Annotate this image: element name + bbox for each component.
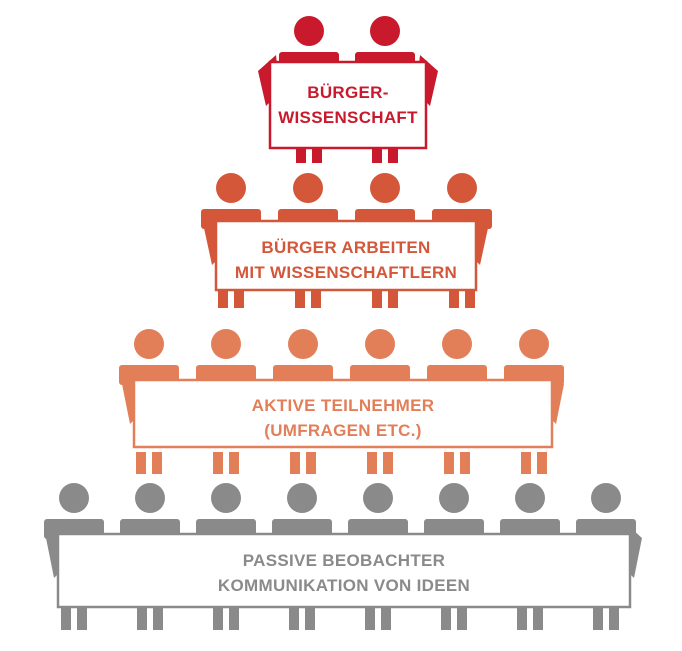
tier-citizen-science: BÜRGER- WISSENSCHAFT — [258, 16, 438, 163]
person-leg — [312, 141, 322, 163]
person-leg — [213, 608, 223, 630]
person-head — [439, 483, 469, 513]
person-leg — [517, 608, 527, 630]
sign-label-line-2: MIT WISSENSCHAFTLERN — [235, 263, 457, 282]
person-leg — [229, 452, 239, 474]
person-head — [370, 173, 400, 203]
person-leg — [609, 608, 619, 630]
person-leg — [213, 452, 223, 474]
person-leg — [537, 452, 547, 474]
tier-active-participants: AKTIVE TEILNEHMER (UMFRAGEN ETC.) — [119, 329, 564, 474]
person-leg — [229, 608, 239, 630]
person-leg — [306, 452, 316, 474]
person-head — [288, 329, 318, 359]
person-head — [211, 483, 241, 513]
person-leg — [234, 286, 244, 308]
person-head — [363, 483, 393, 513]
person-leg — [305, 608, 315, 630]
sign-label-line-1: PASSIVE BEOBACHTER — [243, 551, 446, 570]
person-leg — [457, 608, 467, 630]
person-leg — [449, 286, 459, 308]
person-leg — [372, 286, 382, 308]
sign-label-line-2: (UMFRAGEN ETC.) — [264, 421, 421, 440]
person-leg — [289, 608, 299, 630]
sign-label-line-1: AKTIVE TEILNEHMER — [252, 396, 435, 415]
person-leg — [521, 452, 531, 474]
person-leg — [153, 608, 163, 630]
person-head — [211, 329, 241, 359]
person-leg — [295, 286, 305, 308]
sign-board — [214, 219, 478, 292]
person-leg — [296, 141, 306, 163]
person-leg — [460, 452, 470, 474]
person-leg — [444, 452, 454, 474]
person-head — [519, 329, 549, 359]
person-leg — [137, 608, 147, 630]
person-leg — [441, 608, 451, 630]
sign-label-line-1: BÜRGER- — [307, 83, 388, 102]
person-leg — [381, 608, 391, 630]
person-leg — [388, 141, 398, 163]
person-head — [134, 329, 164, 359]
person-head — [442, 329, 472, 359]
person-leg — [367, 452, 377, 474]
sign-label-line-1: BÜRGER ARBEITEN — [261, 238, 430, 257]
person-leg — [388, 286, 398, 308]
person-head — [515, 483, 545, 513]
person-leg — [152, 452, 162, 474]
person-icon — [355, 173, 415, 308]
person-leg — [383, 452, 393, 474]
person-head — [365, 329, 395, 359]
person-leg — [218, 286, 228, 308]
person-leg — [465, 286, 475, 308]
person-leg — [533, 608, 543, 630]
sign-label-line-2: KOMMUNIKATION VON IDEEN — [218, 576, 470, 595]
person-head — [287, 483, 317, 513]
sign-board — [268, 60, 428, 150]
person-head — [293, 173, 323, 203]
sign-board — [132, 378, 554, 449]
person-leg — [311, 286, 321, 308]
person-leg — [290, 452, 300, 474]
person-leg — [593, 608, 603, 630]
person-leg — [136, 452, 146, 474]
person-head — [370, 16, 400, 46]
person-leg — [61, 608, 71, 630]
person-head — [59, 483, 89, 513]
tier-passive-observers: PASSIVE BEOBACHTER KOMMUNIKATION VON IDEE… — [44, 483, 642, 630]
person-head — [216, 173, 246, 203]
person-leg — [365, 608, 375, 630]
sign-board — [56, 532, 632, 609]
person-leg — [77, 608, 87, 630]
person-head — [135, 483, 165, 513]
person-head — [294, 16, 324, 46]
sign-label-line-2: WISSENSCHAFT — [278, 108, 418, 127]
tier-citizens-work-with-scientists: BÜRGER ARBEITEN MIT WISSENSCHAFTLERN — [201, 173, 492, 308]
person-head — [447, 173, 477, 203]
person-leg — [372, 141, 382, 163]
person-head — [591, 483, 621, 513]
